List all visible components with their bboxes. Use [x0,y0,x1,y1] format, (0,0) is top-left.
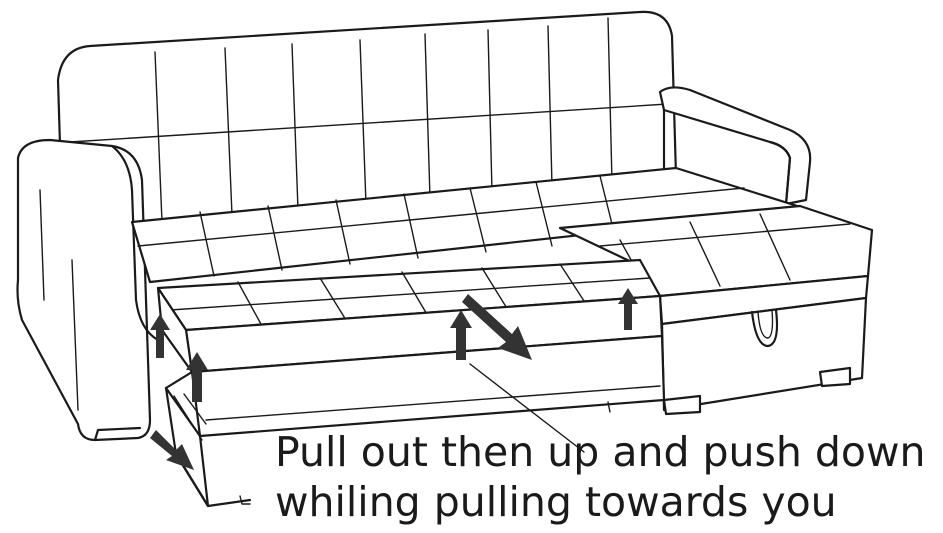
sofa-left-arm [18,140,159,440]
instruction-line-1: Pull out then up and push down [275,432,926,473]
instruction-line-2: whiling pulling towards you [275,482,837,523]
